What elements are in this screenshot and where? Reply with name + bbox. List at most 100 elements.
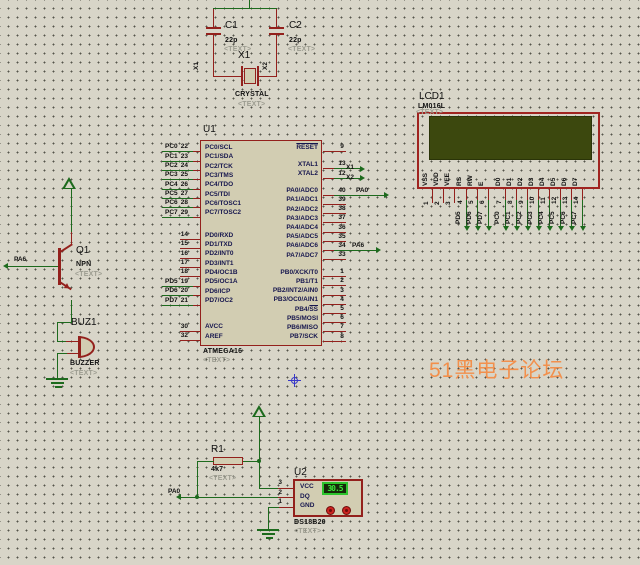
c2-value: 22p (289, 37, 302, 44)
temp-down-button[interactable] (342, 506, 351, 515)
wire-end-arrow (384, 192, 389, 199)
pin-stub (323, 222, 346, 224)
u1-chip-body[interactable] (200, 140, 322, 346)
r1-placeholder: <TEXT> (209, 475, 237, 482)
net-label: PC0 (165, 143, 178, 151)
pin-number: 28 (180, 199, 188, 207)
c1-ref: C1 (225, 20, 238, 31)
wire (213, 35, 214, 77)
pin-number: 13 (338, 160, 346, 168)
ds18b20-display: 30.5 (322, 482, 348, 495)
net-wire (334, 194, 384, 196)
net-label: PD6 (466, 211, 473, 224)
power-terminal-icon[interactable] (62, 177, 76, 189)
net-wire (162, 216, 193, 218)
net-label-pa6: PA6 (14, 256, 27, 263)
pin-stub (488, 189, 489, 200)
power-terminal-icon[interactable] (252, 405, 266, 417)
u1-pin-name: PD3/INT1 (205, 259, 234, 267)
u1-pin-name: PA2/ADC2 (286, 205, 318, 213)
lcd-body[interactable] (417, 112, 600, 189)
net-wire (162, 179, 193, 181)
u1-pin-name: PC2/TCK (205, 162, 233, 170)
q1-base-bar[interactable] (58, 248, 61, 285)
buzzer-value: BUZZER (70, 360, 100, 367)
pin-stub (432, 189, 433, 203)
net-wire (162, 207, 193, 209)
lcd-pin-name: E (478, 181, 485, 186)
u1-pin-name: PC1/SDA (205, 153, 234, 161)
wire-end-arrow (376, 247, 381, 254)
crystal-body[interactable] (244, 68, 256, 84)
wire-end-arrow (486, 226, 492, 231)
wire-end-arrow (580, 226, 586, 231)
pin-stub (323, 313, 346, 314)
pin-stub (323, 322, 346, 324)
u1-pin-name: PB6/MISO (286, 323, 318, 331)
u1-pin-name: PA4/ADC4 (286, 224, 318, 231)
pin-stub (582, 189, 583, 200)
u1-pin-name: PD6/ICP (205, 287, 231, 295)
temp-up-button[interactable] (326, 506, 335, 515)
pin-number: 24 (180, 162, 188, 170)
u1-pin-name: PD2/INT0 (205, 250, 234, 258)
crystal-ref: X1 (238, 50, 251, 61)
u1-pin-name: PA1/ADC1 (286, 196, 318, 204)
pin-stub (571, 189, 572, 200)
buzzer-body[interactable] (78, 336, 95, 358)
net-wire (538, 200, 539, 229)
u2-ref: U2 (294, 467, 307, 478)
u1-pin-name: PA5/ADC5 (286, 233, 318, 241)
net-label: PC3 (527, 211, 534, 224)
wire (257, 529, 279, 531)
pin-number: 17 (180, 259, 188, 267)
wire-end-arrow (569, 226, 575, 231)
net-label: PC7 (165, 208, 178, 216)
q1-value: NPN (76, 261, 92, 268)
u1-placeholder: <TEXT> (203, 357, 231, 364)
wire (71, 300, 72, 323)
net-label: PC3 (165, 171, 178, 179)
net-wire (527, 200, 528, 229)
wire (259, 416, 260, 462)
pin-number: 20 (180, 287, 188, 295)
u1-pin-name: PA0/ADC0 (286, 187, 318, 195)
net-wire (516, 200, 517, 229)
u2-value: DS18B20 (294, 519, 326, 526)
u1-pin-name: PB2/INT2/AIN0 (272, 287, 318, 295)
r1-body[interactable] (213, 457, 243, 465)
wire-end-arrow (558, 226, 564, 231)
net-wire (334, 168, 360, 170)
net-label: PD7 (165, 296, 178, 304)
pin-number: 36 (338, 223, 346, 231)
pin-stub (180, 248, 200, 250)
pin-number: 37 (338, 214, 346, 222)
net-wire (549, 200, 550, 229)
crystal-value: CRYSTAL (235, 91, 269, 98)
pin-stub (193, 198, 200, 200)
net-wire (162, 295, 193, 297)
net-label: PC0 (494, 211, 501, 224)
r1-value: 4k7 (211, 466, 224, 473)
buzzer-ref: BUZ1 (71, 317, 97, 328)
wire (180, 497, 279, 498)
u1-pin-name: PC4/TDO (205, 181, 234, 189)
